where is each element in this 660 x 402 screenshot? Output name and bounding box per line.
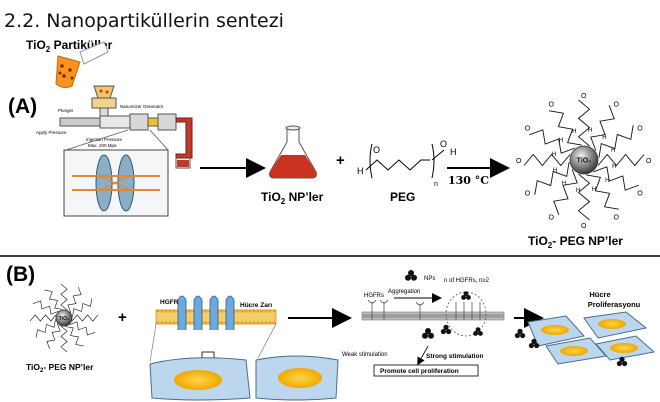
hgfrs-label: HGFRs [364,293,384,299]
nanomizer-generator-label: Nanomizer Generator [120,104,164,109]
tio2-np-label: TiO2 NP’ler [261,190,324,206]
peg-end-oxygen: O [637,126,643,133]
peg-hydrogen: H [602,135,606,141]
strong-stimulation-label: Strong stimulation [426,353,483,360]
peg-end-oxygen: O [549,102,555,109]
peg-hydrogen: H [611,148,615,154]
reaction-temperature: 130 °C [448,174,489,187]
np-cluster-icon [440,324,452,335]
apply-pressure-label: Apply Pressure [36,130,67,135]
peg-hydrogen: H [576,188,580,194]
tio2-peg-np-label-a: TiO2- PEG NP’ler [528,234,623,250]
peg-end-oxygen: O [525,126,531,133]
powder-funnel-icon [55,41,109,89]
nanoparticle-core-label: TiO₂ [577,157,592,164]
peg-end-oxygen: O [637,191,643,198]
peg-o-right: O [440,139,447,149]
peg-hydrogen: H [553,168,557,174]
peg-end-oxygen: O [516,158,522,165]
peg-end-oxygen: O [614,214,620,221]
cell-membrane-label: Hücre Zarı [240,302,272,309]
page-title: 2.2. Nanopartiküllerin sentezi [4,10,284,32]
hgfr-label: HGFR [160,299,179,306]
peg-end-oxygen: O [581,223,587,230]
proliferation-label-2: Proliferasyonu [588,300,641,309]
peg-end-oxygen: O [549,214,555,221]
membrane-receptor-illustration: HGFR Hücre Zarı [149,295,277,363]
peg-end-oxygen: O [525,191,531,198]
tio2-peg-nanoparticle-small: TiO₂ [29,283,99,353]
peg-hydrogen: H [592,187,596,193]
injection-pressure-label: Injection Pressure [86,137,123,142]
nps-label: NPs [424,276,435,282]
peg-hydrogen: H [588,128,592,134]
np-cluster-icon [405,270,417,281]
peg-hydrogen: H [612,164,616,170]
mechanism-diagram: HGFRs n of HGFRs, n≥2 NPs Aggregation We… [342,270,526,377]
tio2-peg-nanoparticle-large: O H O H O H O H O H O H O H O H O H O H O H O H TiO₂ [516,93,652,230]
plus-sign-a: + [336,152,345,169]
peg-label: PEG [390,190,415,204]
peg-n: n [434,181,438,188]
proliferating-cells [527,311,656,367]
plus-sign-b: + [118,309,127,326]
flask-icon [269,125,317,179]
n-hgfrs-label: n of HGFRs, n≥2 [444,278,490,284]
peg-h-right: H [450,147,457,157]
weak-stimulation-label: Weak stimulation [342,352,388,358]
peg-end-oxygen: O [581,93,587,100]
peg-structure: H O O H n [357,139,457,188]
cell-pair [149,355,339,401]
peg-end-oxygen: O [614,102,620,109]
promote-proliferation-label: Promote cell proliferation [380,368,459,375]
peg-hydrogen: H [562,181,566,187]
panel-a-label: (A) [8,95,37,118]
nanoparticle-core-label: TiO₂ [59,316,69,322]
np-cluster-icon [528,338,540,349]
aggregation-label: Aggregation [388,289,420,295]
np-cluster-icon [422,328,434,339]
peg-hydrogen: H [559,138,563,144]
np-cluster-icon [473,327,483,336]
peg-hydrogen: H [552,152,556,158]
np-cluster-icon [514,328,526,339]
proliferation-label-1: Hücre [589,290,610,299]
peg-hydrogen: H [572,129,576,135]
peg-o-left: O [373,145,380,155]
plunger-label: Plunger [58,108,74,113]
peg-h-left: H [357,166,364,176]
peg-end-oxygen: O [646,158,652,165]
peg-hydrogen: H [605,178,609,184]
np-cluster-icon [616,356,628,367]
tio2-peg-np-label-b: TiO2- PEG NP’ler [26,362,94,374]
nanomizer-apparatus: Plunger Apply Pressure Nanomizer Generat… [36,85,193,217]
panel-b-label: (B) [6,263,35,286]
injection-pressure-max-label: Max. 200 Mpa [88,143,117,148]
np-cluster-icon [461,291,471,300]
